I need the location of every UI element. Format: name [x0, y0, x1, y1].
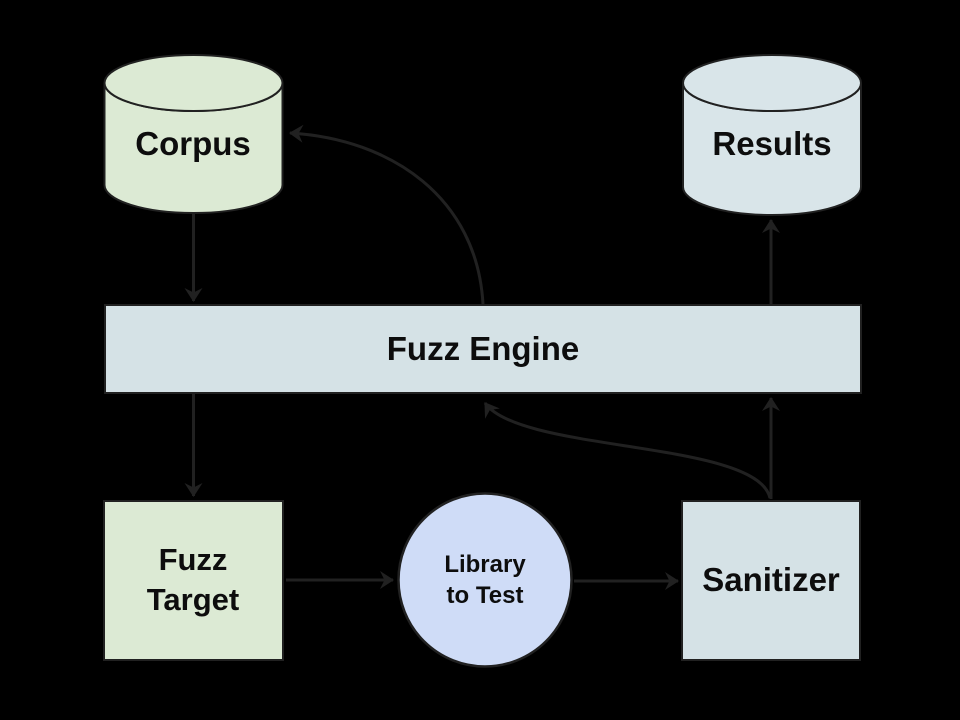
- corpus-cylinder-top: [103, 54, 284, 112]
- fuzz-engine-bar: [104, 304, 862, 394]
- arrow-engine-to-corpus-curve: [289, 124, 485, 305]
- results-cylinder: [682, 54, 862, 216]
- sanitizer-box: [681, 500, 861, 661]
- corpus-cylinder: [103, 54, 284, 214]
- library-to-test-circle: [397, 492, 573, 668]
- results-cylinder-top: [682, 54, 862, 112]
- fuzz-target-box: [103, 500, 284, 661]
- arrow-sanitizer-to-engine-curve: [483, 402, 772, 499]
